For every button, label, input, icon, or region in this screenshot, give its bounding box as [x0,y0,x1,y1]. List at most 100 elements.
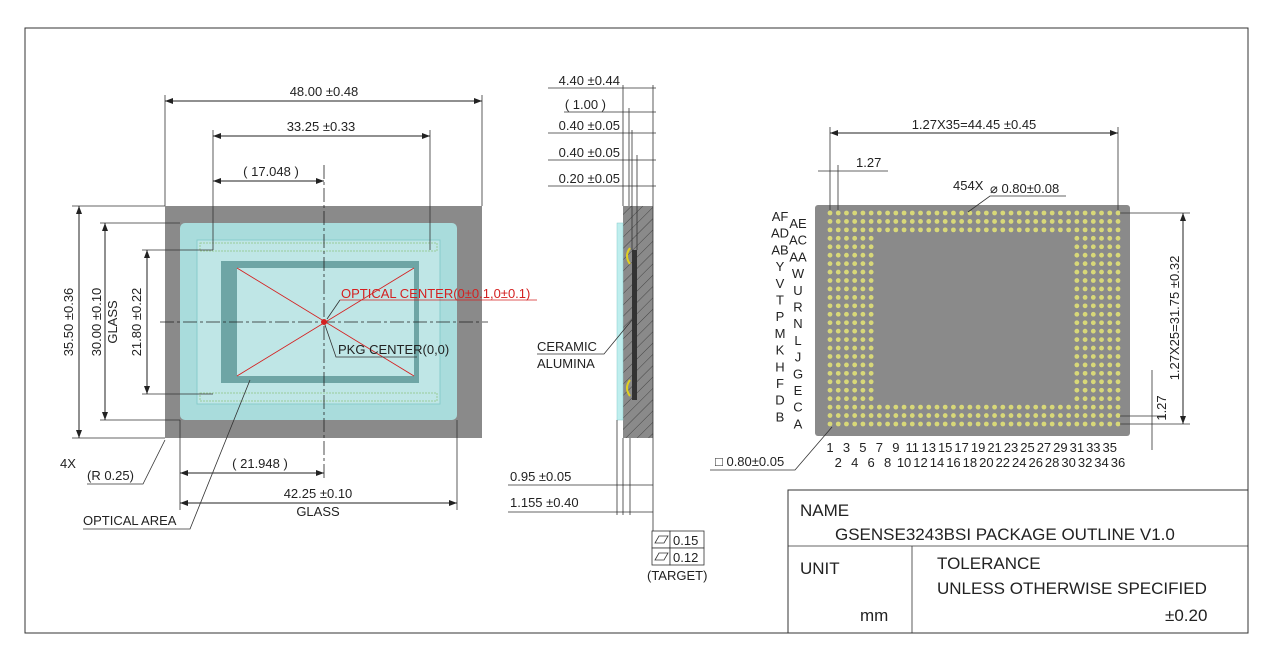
ball-pad [835,269,841,275]
ball-pad [868,396,874,402]
ball-pad [951,404,956,410]
ball-pad [1099,370,1104,376]
ball-pad [868,345,874,351]
ball-pad [967,219,973,224]
ball-pad [1115,244,1121,250]
ball-pad [1008,413,1014,418]
row-label: V [776,276,785,291]
ball-pad [852,219,858,224]
ball-pad [860,413,866,418]
ball-pad [1099,396,1104,402]
ball-pad [844,379,849,385]
row-label: P [776,309,785,324]
ball-pad [844,345,849,351]
ball-pad [852,421,858,427]
ball-pad [909,219,915,224]
ball-pad [827,295,833,300]
ball-pad [1025,219,1030,224]
column-label: 1 [826,440,833,455]
ball-pad [868,320,874,326]
ball-pad [1082,328,1088,334]
ball-pad [852,404,858,410]
ball-pad [1090,286,1096,292]
ball-pad [1115,328,1121,334]
ball-pad [1107,278,1113,283]
ball-pad [852,252,858,258]
ball-pad [983,413,989,418]
row-label: AF [772,209,789,224]
ball-pad [942,219,948,224]
ball-pad [844,362,849,368]
ball-pad [893,404,899,410]
ball-pad [1090,421,1096,427]
row-label: F [776,376,784,391]
ball-pad [1074,370,1080,376]
ball-pad [1074,413,1080,418]
ball-pad [1090,311,1096,317]
ball-pad [918,227,923,233]
ball-pad [844,370,849,376]
ball-pad [860,261,866,267]
ball-pad [942,210,948,216]
row-label: AC [789,233,807,248]
ball-pad [1099,421,1104,427]
ball-pad [918,413,923,418]
dim-pitch-total-v: 1.27X25=31.75 ±0.32 [1167,256,1182,381]
ball-pad [1107,345,1113,351]
ball-pad [876,210,882,216]
column-label: 6 [868,455,875,470]
ball-pad [909,227,915,233]
optical-center-label: OPTICAL CENTER(0±0.1,0±0.1) [341,286,530,301]
ball-pad [918,210,923,216]
ball-pad [860,345,866,351]
ball-pad [827,345,833,351]
ball-pad [1115,210,1121,216]
ball-pad [1099,362,1104,368]
ball-pad [868,311,874,317]
ball-pad [951,219,956,224]
ball-pad [1107,210,1113,216]
ball-pad [844,303,849,309]
ball-pad [827,303,833,309]
ball-pad [860,421,866,427]
corner-count: 4X [60,456,76,471]
ball-pad [835,286,841,292]
unit-label: UNIT [800,559,840,578]
ball-pad [1107,311,1113,317]
ball-pad [1074,396,1080,402]
ball-pad [827,311,833,317]
ball-pad [1107,404,1113,410]
ball-pad [1082,303,1088,309]
ball-pad [1107,328,1113,334]
ball-pad [942,413,948,418]
ball-pad [1058,413,1063,418]
ball-pad [1082,244,1088,250]
ball-pad [835,252,841,258]
ball-pad [1058,404,1063,410]
column-label: 29 [1053,440,1067,455]
ball-pad [1107,261,1113,267]
ball-pad [1033,219,1039,224]
ball-pad [1082,413,1088,418]
ball-pad [844,244,849,250]
ball-pad [860,311,866,317]
ball-pad [942,421,948,427]
ball-pad [852,269,858,275]
bond-wire-bottom [626,379,631,397]
ball-pad [992,219,997,224]
column-label: 14 [930,455,944,470]
ball-pad [844,261,849,267]
ball-pad [844,269,849,275]
ball-pad [852,337,858,342]
ball-pad [860,219,866,224]
ball-pad [1115,396,1121,402]
ball-pad [1115,278,1121,283]
ball-pad [1066,404,1072,410]
ball-pad [1016,210,1022,216]
ball-pad [1082,235,1088,241]
ball-pad [844,210,849,216]
ball-pad [893,210,899,216]
ball-pad [934,413,940,418]
column-label: 33 [1086,440,1100,455]
